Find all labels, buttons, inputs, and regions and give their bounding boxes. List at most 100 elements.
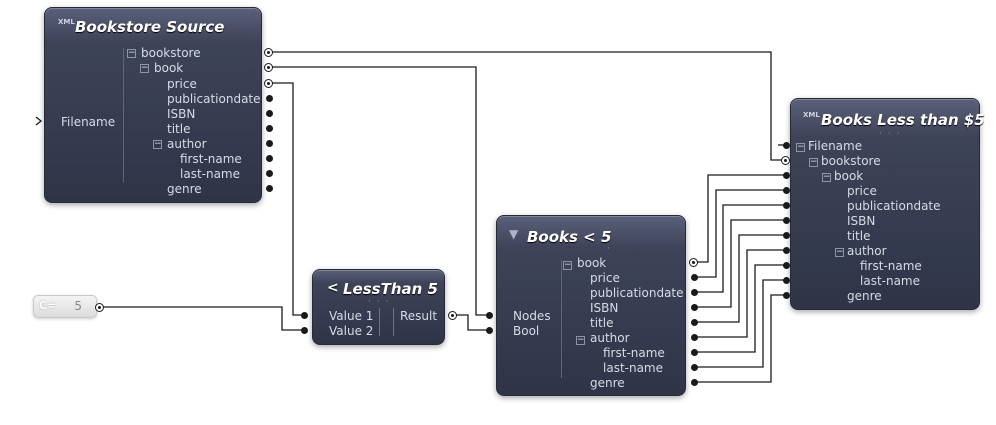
input-port-genre[interactable]: [783, 292, 790, 299]
input-port-book[interactable]: [783, 172, 790, 179]
collapse-toggle-icon[interactable]: −: [127, 48, 136, 58]
output-port-title[interactable]: [691, 319, 698, 326]
tree-item-publicationdate[interactable]: publicationdate: [847, 199, 941, 213]
tree-item-book[interactable]: book: [834, 169, 864, 183]
tree-item-title[interactable]: title: [590, 316, 614, 330]
tree-item-publicationdate[interactable]: publicationdate: [167, 92, 261, 106]
input-port-publicationdate[interactable]: [783, 202, 790, 209]
input-port-price[interactable]: [783, 187, 790, 194]
input-port-value-2[interactable]: [301, 327, 308, 334]
tree-item-isbn[interactable]: ISBN: [167, 107, 196, 121]
tree-item-title[interactable]: title: [167, 122, 191, 136]
input-port-bookstore[interactable]: [781, 156, 790, 165]
tree-item-isbn[interactable]: ISBN: [847, 214, 876, 228]
collapse-toggle-icon[interactable]: −: [140, 63, 149, 73]
output-port-bookstore[interactable]: [264, 48, 273, 57]
collapse-toggle-icon[interactable]: −: [835, 247, 844, 257]
collapse-toggle-icon[interactable]: −: [796, 142, 805, 152]
filter-node[interactable]: ▼ Books < 5 · Nodes Bool − book price pu…: [496, 215, 686, 396]
collapse-toggle-icon[interactable]: −: [563, 260, 572, 270]
output-port-book[interactable]: [689, 258, 698, 267]
connector-dots: ·: [607, 244, 616, 254]
output-port-author[interactable]: [691, 334, 698, 341]
xml-icon: XML: [58, 18, 75, 26]
input-port-filename[interactable]: [783, 142, 790, 149]
tree-item-genre[interactable]: genre: [167, 182, 202, 196]
output-port-first-name[interactable]: [266, 155, 273, 162]
tree-item-last-name[interactable]: last-name: [180, 167, 241, 181]
node-title: Bookstore Source: [75, 18, 225, 36]
output-port-price[interactable]: [691, 274, 698, 281]
constant-output-port[interactable]: [95, 303, 104, 312]
output-port-publicationdate[interactable]: [266, 95, 273, 102]
tree-item-genre[interactable]: genre: [590, 376, 625, 390]
input-label-bool: Bool: [513, 324, 540, 338]
tree-item-bookstore[interactable]: bookstore: [821, 154, 881, 168]
input-port-author[interactable]: [783, 247, 790, 254]
input-port-bool[interactable]: [486, 327, 493, 334]
tree-divider: [123, 48, 124, 182]
output-port-book[interactable]: [264, 63, 273, 72]
tree-item-publicationdate[interactable]: publicationdate: [590, 286, 684, 300]
tree-item-last-name[interactable]: last-name: [603, 361, 664, 375]
tree-item-first-name[interactable]: first-name: [603, 346, 665, 360]
output-port-title[interactable]: [266, 125, 273, 132]
connector-dots: ···: [879, 129, 906, 139]
output-port-genre[interactable]: [266, 185, 273, 192]
collapse-toggle-icon[interactable]: −: [809, 157, 818, 167]
constant-value[interactable]: 5: [74, 299, 82, 313]
tree-item-isbn[interactable]: ISBN: [590, 301, 619, 315]
less-than-symbol: <: [327, 280, 339, 296]
output-port-last-name[interactable]: [266, 170, 273, 177]
tree-item-genre[interactable]: genre: [847, 289, 882, 303]
output-port-price[interactable]: [264, 79, 273, 88]
connector-dots: ···: [368, 297, 395, 307]
tree-item-first-name[interactable]: first-name: [860, 259, 922, 273]
input-port-isbn[interactable]: [783, 217, 790, 224]
output-port-last-name[interactable]: [691, 364, 698, 371]
collapse-toggle-icon[interactable]: −: [153, 139, 162, 149]
output-port-isbn[interactable]: [691, 304, 698, 311]
node-title: Books < 5: [527, 228, 612, 246]
constant-node[interactable]: C= 5: [33, 295, 97, 318]
output-port-result[interactable]: [448, 311, 457, 320]
input-label-value-2: Value 2: [329, 324, 374, 338]
divider: [393, 308, 394, 336]
node-title: LessThan 5: [343, 280, 438, 298]
input-port-last-name[interactable]: [783, 277, 790, 284]
tree-item-last-name[interactable]: last-name: [860, 274, 921, 288]
input-port-value-1[interactable]: [301, 312, 308, 319]
output-port-genre[interactable]: [691, 379, 698, 386]
tree-item-book[interactable]: book: [577, 256, 607, 270]
tree-item-price[interactable]: price: [167, 77, 197, 91]
tree-item-author[interactable]: author: [167, 137, 207, 151]
tree-item-price[interactable]: price: [847, 184, 877, 198]
output-port-author[interactable]: [266, 140, 273, 147]
input-port-first-name[interactable]: [783, 262, 790, 269]
xml-icon: XML: [803, 111, 820, 119]
bookstore-source-node[interactable]: XML Bookstore Source Filename − bookstor…: [44, 7, 262, 203]
filename-input-label: Filename: [61, 115, 116, 129]
node-title: Books Less than $5: [821, 111, 985, 129]
tree-item-title[interactable]: title: [847, 229, 871, 243]
tree-item-bookstore[interactable]: bookstore: [141, 46, 201, 60]
constant-icon: C=: [39, 299, 57, 312]
filter-icon: ▼: [509, 227, 519, 241]
tree-item-author[interactable]: author: [847, 244, 887, 258]
input-port-title[interactable]: [783, 232, 790, 239]
less-than-node[interactable]: < LessThan 5 ··· Value 1 Value 2 Result: [312, 269, 445, 345]
output-port-first-name[interactable]: [691, 349, 698, 356]
divider: [379, 308, 380, 336]
tree-item-first-name[interactable]: first-name: [180, 152, 242, 166]
output-port-isbn[interactable]: [266, 110, 273, 117]
output-port-publicationdate[interactable]: [691, 289, 698, 296]
target-xml-node[interactable]: XML Books Less than $5 ··· − Filename − …: [790, 98, 985, 310]
tree-item-book[interactable]: book: [154, 61, 184, 75]
collapse-toggle-icon[interactable]: −: [822, 172, 831, 182]
input-port-nodes[interactable]: [486, 312, 493, 319]
tree-item-price[interactable]: price: [590, 271, 620, 285]
tree-item-author[interactable]: author: [590, 331, 630, 345]
tree-divider: [561, 260, 562, 378]
collapse-toggle-icon[interactable]: −: [576, 335, 585, 345]
